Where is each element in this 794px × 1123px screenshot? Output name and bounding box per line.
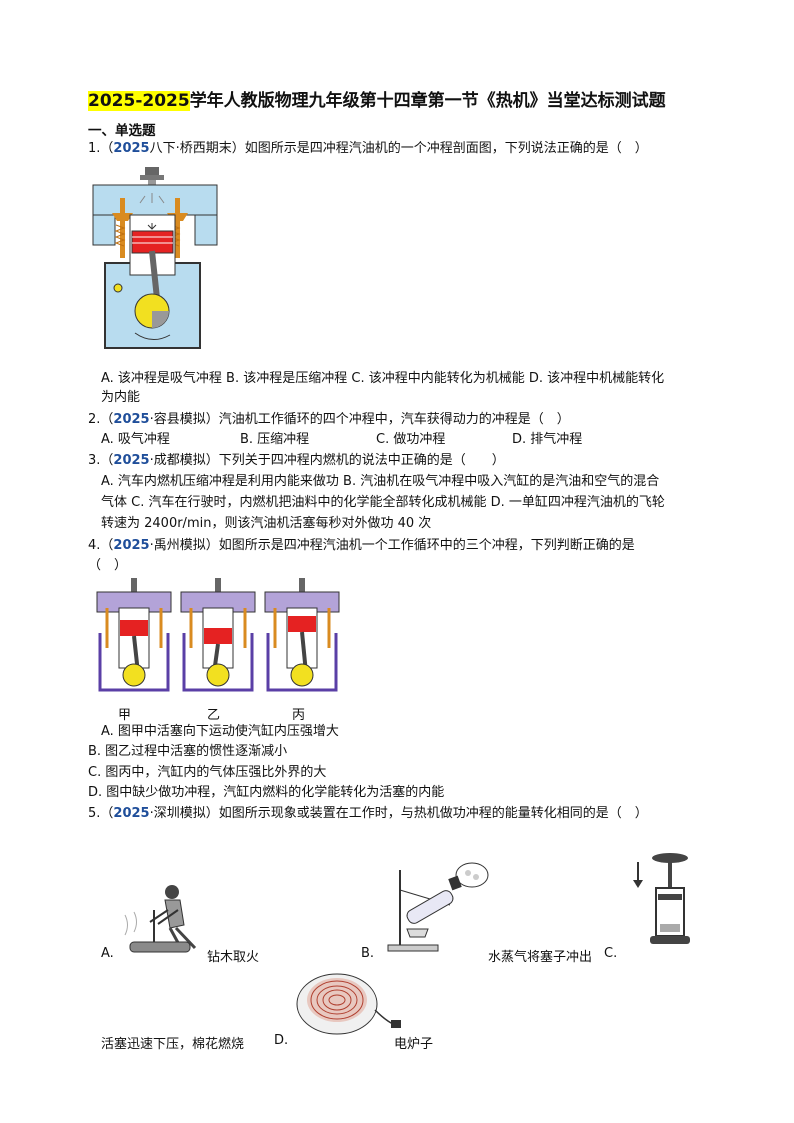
q5-option-d-text: 电炉子 — [394, 1037, 434, 1052]
year-tag: 2025 — [113, 806, 150, 821]
q5-option-b-text: 水蒸气将塞子冲出 — [488, 950, 593, 965]
question-4-stem-cont: （ ） — [88, 558, 128, 573]
q5-option-a-text: 钻木取火 — [207, 950, 260, 965]
year-tag: 2025 — [113, 412, 150, 427]
three-stroke-diagrams — [96, 578, 340, 692]
question-2-option-a: A. 吸气冲程 — [101, 432, 170, 447]
piston-compression-image — [633, 853, 690, 944]
q5-option-c-letter: C. — [604, 946, 618, 961]
question-2-option-b: B. 压缩冲程 — [240, 432, 310, 447]
engine-yi-diagram — [180, 578, 256, 692]
engine-jia-diagram — [96, 578, 172, 692]
question-5-stem: 5.（2025·深圳模拟）如图所示现象或装置在工作时，与热机做功冲程的能量转化相… — [88, 806, 648, 821]
q5-option-b-letter: B. — [361, 946, 375, 961]
label-bing: 丙 — [292, 708, 306, 723]
label-yi: 乙 — [207, 708, 221, 723]
label-jia: 甲 — [118, 708, 132, 723]
electric-stove-image — [296, 973, 401, 1035]
question-4-option-c: C. 图丙中，汽缸内的气体压强比外界的大 — [88, 765, 327, 780]
question-4-option-a: A. 图甲中活塞向下运动使汽缸内压强增大 — [101, 724, 339, 739]
question-3-stem: 3.（2025·成都模拟）下列关于四冲程内燃机的说法中正确的是（ ） — [88, 453, 505, 468]
question-2-option-d: D. 排气冲程 — [512, 432, 583, 447]
question-4-option-b: B. 图乙过程中活塞的惯性逐渐减小 — [88, 744, 288, 759]
question-1-options-line-2: 为内能 — [101, 390, 141, 405]
question-4-option-d: D. 图中缺少做功冲程，汽缸内燃料的化学能转化为活塞的内能 — [88, 785, 445, 800]
drilling-wood-image — [124, 885, 197, 953]
question-2-option-c: C. 做功冲程 — [376, 432, 446, 447]
question-4-stem: 4.（2025·禹州模拟）如图所示是四冲程汽油机一个工作循环中的三个冲程，下列判… — [88, 538, 635, 553]
engine-bing-diagram — [264, 578, 340, 692]
four-stroke-engine-diagram — [92, 167, 218, 349]
page-title: 2025-2025学年人教版物理九年级第十四章第一节《热机》当堂达标测试题 — [88, 86, 728, 111]
question-1-options-line-1: A. 该冲程是吸气冲程 B. 该冲程是压缩冲程 C. 该冲程中内能转化为机械能 … — [101, 371, 665, 386]
question-1-stem: 1.（2025八下·桥西期末）如图所示是四冲程汽油机的一个冲程剖面图，下列说法正… — [88, 141, 648, 156]
steam-stopper-image — [387, 862, 489, 952]
q5-option-a-letter: A. — [101, 946, 114, 961]
section-heading: 一、单选题 — [88, 123, 156, 139]
title-year: 2025-2025 — [88, 91, 190, 111]
q5-option-c-text: 活塞迅速下压，棉花燃烧 — [101, 1037, 245, 1052]
question-3-options-line-1: A. 汽车内燃机压缩冲程是利用内能来做功 B. 汽油机在吸气冲程中吸入汽缸的是汽… — [101, 474, 660, 489]
title-text: 学年人教版物理九年级第十四章第一节《热机》当堂达标测试题 — [189, 91, 666, 111]
question-2-stem: 2.（2025·容县模拟）汽油机工作循环的四个冲程中，汽车获得动力的冲程是（ ） — [88, 412, 570, 427]
year-tag: 2025 — [113, 453, 150, 468]
question-3-options-line-3: 转速为 2400r/min，则该汽油机活塞每秒对外做功 40 次 — [101, 516, 432, 531]
year-tag: 2025 — [113, 538, 150, 553]
question-3-options-line-2: 气体 C. 汽车在行驶时，内燃机把油料中的化学能全部转化成机械能 D. 一单缸四… — [101, 495, 665, 510]
q5-option-d-letter: D. — [274, 1033, 289, 1048]
year-tag: 2025 — [113, 141, 150, 156]
